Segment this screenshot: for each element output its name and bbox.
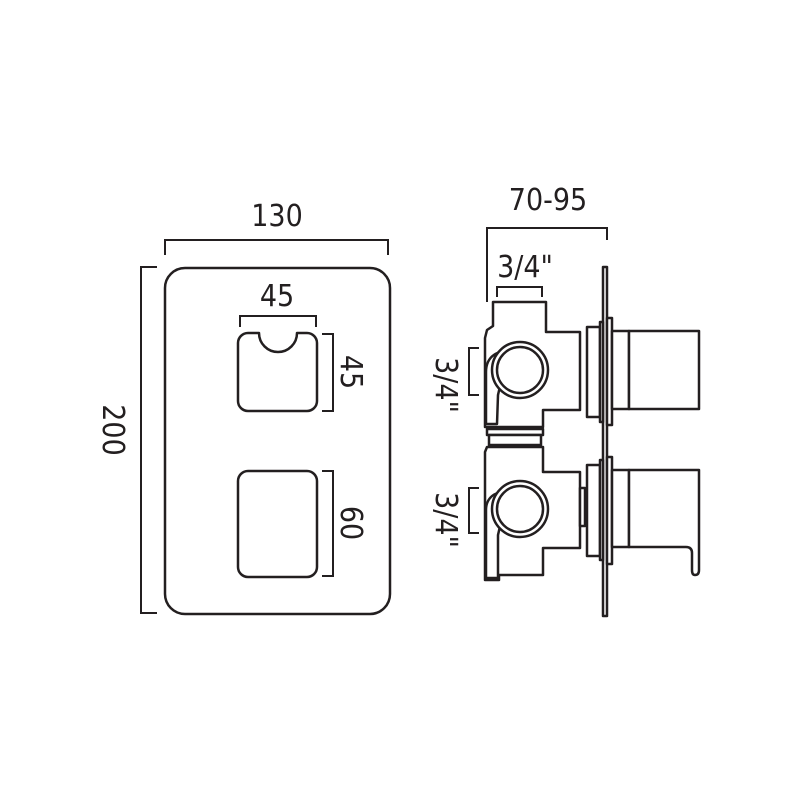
wall-plate (601, 265, 609, 618)
upper-handle-height-dimension (322, 333, 334, 412)
upper-outlet-inner (495, 345, 545, 395)
top-inlet-label: 3/4" (497, 250, 553, 285)
lower-flange (585, 463, 602, 558)
cover-plate (163, 266, 392, 616)
lower-flange-ring (598, 458, 605, 562)
height-label: 200 (95, 404, 130, 456)
lower-outlet-inner (495, 484, 545, 534)
width-label: 130 (251, 199, 303, 234)
lower-handle-height-dimension (322, 470, 334, 577)
upper-flange (585, 325, 602, 419)
depth-label: 70-95 (509, 183, 587, 218)
connector-nut (487, 433, 543, 447)
upper-outlet-outer (490, 340, 550, 400)
upper-handle-height-label: 45 (333, 355, 368, 389)
upper-outlet-dimension (468, 347, 479, 396)
upper-outlet-label: 3/4" (428, 357, 463, 413)
lower-outlet-outer (490, 479, 550, 539)
front-view: 130 200 45 45 60 (95, 199, 392, 616)
top-inlet-dimension (496, 286, 543, 297)
upper-handle-side[interactable] (627, 329, 701, 411)
upper-handle-width-dimension (239, 315, 317, 327)
lower-handle-side[interactable] (627, 468, 701, 577)
upper-handle[interactable] (236, 331, 319, 413)
width-dimension-line (164, 239, 389, 255)
lower-handle-height-label: 60 (333, 506, 368, 540)
lower-outlet-dimension (468, 487, 479, 534)
upper-handle-neck (610, 329, 631, 411)
lower-handle-neck (610, 468, 631, 549)
lower-handle[interactable] (236, 469, 319, 579)
depth-dimension-line (486, 227, 608, 302)
lower-nut-washer (578, 486, 587, 528)
upper-flange-ring (598, 320, 605, 424)
side-view: 70-95 3/4" 3/4" 3/4" (428, 183, 701, 618)
height-dimension-line (140, 266, 157, 614)
upper-handle-width-label: 45 (260, 279, 294, 314)
lower-outlet-label: 3/4" (428, 492, 463, 548)
